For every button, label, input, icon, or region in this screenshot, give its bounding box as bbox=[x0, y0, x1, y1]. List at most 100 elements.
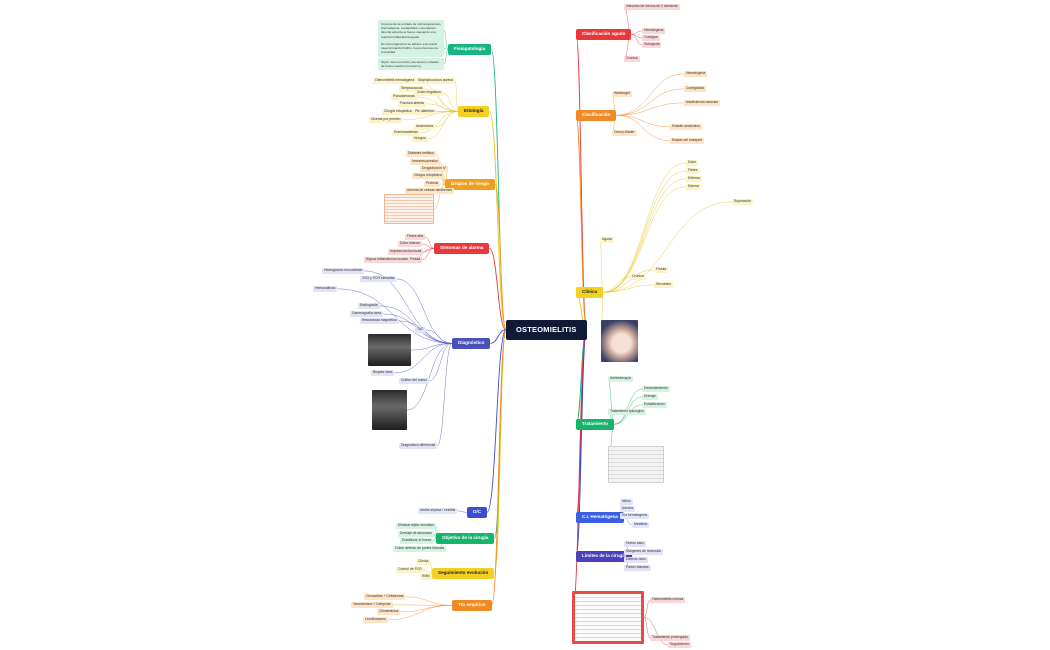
branch-clinica[interactable]: Clínica bbox=[576, 287, 604, 298]
clinica-item[interactable]: Eritema bbox=[686, 176, 702, 182]
clasif-item[interactable]: Estado del huésped bbox=[670, 138, 704, 144]
branch-fisiopatologia[interactable]: Fisiopatología bbox=[448, 44, 492, 55]
sub-connector bbox=[454, 80, 459, 112]
branch-clasificacion[interactable]: Clasificación bbox=[576, 110, 617, 121]
clinica-item[interactable]: Secuestro bbox=[654, 282, 674, 288]
red-item[interactable]: Seguimiento bbox=[668, 642, 691, 648]
agudo-item[interactable]: Hematógena bbox=[642, 28, 666, 34]
clinica-item[interactable]: Supuración bbox=[732, 199, 754, 205]
etio-item[interactable]: Cirugía ortopédica bbox=[382, 109, 414, 115]
tto-item[interactable]: Vancomicina + Cefepime bbox=[351, 602, 393, 608]
clinica-item[interactable]: Aguda bbox=[600, 237, 614, 243]
clasif-item[interactable]: Cierny-Mader bbox=[612, 130, 637, 136]
clinica-item[interactable]: Edema bbox=[686, 184, 701, 190]
limites-item[interactable]: Hueso sano bbox=[624, 541, 647, 547]
tto-item[interactable]: Cloxacilina + Cefotaxima bbox=[364, 594, 406, 600]
branch-objetivo-cirugia[interactable]: Objetivo de la cirugía bbox=[436, 533, 495, 544]
clinica-item[interactable]: Fiebre bbox=[686, 168, 700, 174]
seguimiento-item[interactable]: RMN bbox=[420, 574, 432, 580]
tto-item[interactable]: Clindamicina bbox=[377, 609, 401, 615]
tto-item[interactable]: Levofloxacino bbox=[363, 617, 388, 623]
etio-item[interactable]: Hongos bbox=[412, 136, 428, 142]
clinica-item[interactable]: Fístula bbox=[654, 267, 669, 273]
branch-tto-empirico[interactable]: Tto empírico bbox=[452, 600, 492, 611]
diag-item[interactable]: Resonancia magnética bbox=[360, 318, 399, 324]
diag-item[interactable]: VSG y PCR elevadas bbox=[360, 276, 397, 282]
branch-dc[interactable]: D/C bbox=[467, 507, 487, 518]
agudo-item[interactable]: Infección de menos de 2 semanas bbox=[624, 4, 680, 10]
diag-item[interactable]: Hemograma: leucocitosis bbox=[322, 268, 365, 274]
branch-tratamiento[interactable]: Tratamiento bbox=[576, 419, 615, 430]
clasif-item[interactable]: Hematógena bbox=[684, 71, 708, 77]
etio-item[interactable]: Anaerobios bbox=[414, 124, 436, 130]
alarma-item[interactable]: Dolor intenso bbox=[398, 241, 422, 247]
limites-item[interactable]: Partes blandas bbox=[624, 565, 651, 571]
branch-clasificacion-agudo[interactable]: Clasificación agudo bbox=[576, 29, 632, 40]
tto-right-item[interactable]: Estabilización bbox=[642, 402, 667, 408]
branch-seguimiento[interactable]: Seguimiento evolución bbox=[432, 568, 495, 579]
tto-right-item[interactable]: Tratamiento quirúrgico bbox=[608, 409, 646, 415]
clasif-item[interactable]: Insuficiencia vascular bbox=[684, 100, 721, 106]
tto-right-item[interactable]: Desbridamiento bbox=[642, 386, 670, 392]
objetivo-item[interactable]: Drenaje de abscesos bbox=[398, 531, 434, 537]
hemato-item[interactable]: Niños bbox=[620, 499, 633, 505]
etio-item[interactable]: Enterobacterias bbox=[392, 130, 420, 136]
etio-item[interactable]: Úlceras por presión bbox=[369, 117, 403, 123]
riesgo-item[interactable]: Inmunosupresión bbox=[410, 159, 441, 165]
sub-connector bbox=[436, 343, 453, 447]
objetivo-item[interactable]: Cubrir defecto de partes blandas bbox=[393, 546, 447, 552]
hemato-item[interactable]: Vía hematógena bbox=[620, 513, 649, 519]
central-topic[interactable]: OSTEOMIELITIS bbox=[506, 320, 587, 340]
branch-diagnostico[interactable]: Diagnóstico bbox=[452, 338, 491, 349]
diag-item[interactable]: Biopsia ósea bbox=[371, 370, 395, 376]
agudo-item[interactable]: Subaguda bbox=[642, 42, 662, 48]
diag-item[interactable]: Gammagrafía ósea bbox=[350, 311, 384, 317]
clasif-item[interactable]: Estadio anatómico bbox=[670, 124, 702, 130]
tto-right-item[interactable]: Antibioterapia bbox=[608, 376, 633, 382]
tto-right-item[interactable]: Drenaje bbox=[642, 394, 658, 400]
etio-item[interactable]: Fractura abierta bbox=[398, 101, 426, 107]
alarma-item[interactable]: Impotencia funcional bbox=[388, 249, 424, 255]
diag-item[interactable]: Radiografía bbox=[358, 303, 380, 309]
branch-limites-cirugia[interactable]: Límites de la cirugía bbox=[576, 551, 633, 562]
limites-item[interactable]: Defecto óseo bbox=[624, 557, 648, 563]
agudo-item[interactable]: Contigua bbox=[642, 35, 660, 41]
dc-item[interactable]: Artritis séptica / celulitis bbox=[418, 508, 458, 514]
agudo-item[interactable]: Crónica bbox=[624, 56, 640, 62]
diag-item[interactable]: Hemocultivos bbox=[313, 286, 338, 292]
objetivo-item[interactable]: Eliminar tejido necrótico bbox=[396, 523, 436, 529]
hemato-item[interactable]: Metáfisis bbox=[632, 522, 650, 528]
etio-item[interactable]: Pie diabético bbox=[413, 109, 437, 115]
diag-item[interactable]: Diagnóstico diferencial bbox=[399, 443, 438, 449]
riesgo-item[interactable]: Drogadicción IV bbox=[420, 166, 448, 172]
branch-etiologia[interactable]: Etiología bbox=[458, 106, 490, 117]
etio-item[interactable]: Staphylococcus aureus bbox=[416, 78, 456, 84]
riesgo-item[interactable]: Prótesis bbox=[424, 181, 441, 187]
riesgo-item[interactable]: Cirugía ortopédica bbox=[412, 173, 444, 179]
riesgo-item[interactable]: Anemia de células falciformes bbox=[405, 188, 455, 194]
clasif-item[interactable]: Waldvogel bbox=[612, 91, 632, 97]
hemato-item[interactable]: Adultos bbox=[620, 506, 636, 512]
alarma-item[interactable]: Fístula bbox=[408, 257, 423, 263]
clinica-item[interactable]: Crónica bbox=[630, 274, 646, 280]
branch-ci-hematogena[interactable]: C.I. Hematógena bbox=[576, 512, 624, 523]
riesgo-item[interactable]: Diabetes mellitus bbox=[406, 151, 436, 157]
alarma-item[interactable]: Fiebre alta bbox=[405, 234, 426, 240]
branch-sintomas-alarma[interactable]: Síntomas de alarma bbox=[434, 243, 490, 254]
clasif-item[interactable]: Contigüidad bbox=[684, 86, 707, 92]
limites-item[interactable]: Márgenes de resección bbox=[624, 549, 664, 555]
clinica-item[interactable]: Dolor bbox=[686, 160, 699, 166]
objetivo-item[interactable]: Estabilizar el hueso bbox=[400, 538, 434, 544]
seguimiento-item[interactable]: Control de PCR bbox=[396, 567, 424, 573]
branch-grupos-riesgo[interactable]: Grupos de riesgo bbox=[445, 179, 496, 190]
etio-item[interactable]: Gram negativos bbox=[415, 90, 443, 96]
red-item[interactable]: Tratamiento prolongado bbox=[650, 635, 690, 641]
red-item[interactable]: Osteomielitis crónica bbox=[650, 597, 686, 603]
diag-item[interactable]: Cultivo del hueso bbox=[399, 378, 430, 384]
etio-item[interactable]: Streptococcus bbox=[399, 86, 425, 92]
seguimiento-item[interactable]: Clínica bbox=[416, 559, 431, 565]
etio-item[interactable]: Pseudomonas bbox=[391, 94, 417, 100]
diag-item[interactable]: TAC bbox=[415, 327, 426, 333]
alarma-item[interactable]: Signos inflamatorios locales bbox=[364, 257, 411, 263]
etio-item[interactable]: Osteomielitis hematógena bbox=[373, 78, 417, 84]
